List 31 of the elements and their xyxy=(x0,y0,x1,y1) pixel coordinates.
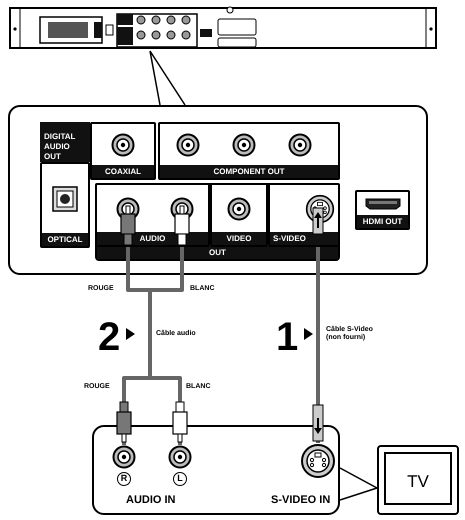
audio-cable xyxy=(148,247,184,445)
port-label: COAXIAL xyxy=(92,165,154,178)
port-label: DIGITAL AUDIO OUT xyxy=(40,122,90,162)
tv-label: TV xyxy=(406,472,430,492)
audio-cable xyxy=(122,247,152,445)
tv-set xyxy=(377,445,459,515)
port-label: S-VIDEO xyxy=(270,232,338,245)
port-group-frame xyxy=(95,183,340,261)
port-label: S-VIDEO IN xyxy=(271,494,330,507)
port-section xyxy=(90,122,156,180)
step-number: 2 xyxy=(98,314,120,360)
port-label: COMPONENT OUT xyxy=(160,165,338,178)
jack-label: R xyxy=(117,472,131,486)
port-section xyxy=(210,183,268,247)
port-label: AUDIO IN xyxy=(126,494,176,507)
dvd-player-drawing xyxy=(8,5,438,51)
port-label: OPTICAL xyxy=(42,233,88,246)
port-section xyxy=(158,122,340,180)
s-video-cable xyxy=(316,247,320,443)
port-section xyxy=(268,183,340,247)
callout-panel xyxy=(92,425,340,515)
s-video-jack-icon xyxy=(300,443,336,479)
callout-line xyxy=(149,50,186,106)
step-number: 1 xyxy=(276,314,298,360)
port-label: VIDEO xyxy=(212,232,266,245)
port-label: HDMI OUT xyxy=(357,215,408,228)
jack-label: L xyxy=(173,472,187,486)
callout-line xyxy=(340,467,378,501)
callout-panel xyxy=(8,105,428,275)
port-section xyxy=(355,190,410,230)
port-section xyxy=(40,162,90,248)
